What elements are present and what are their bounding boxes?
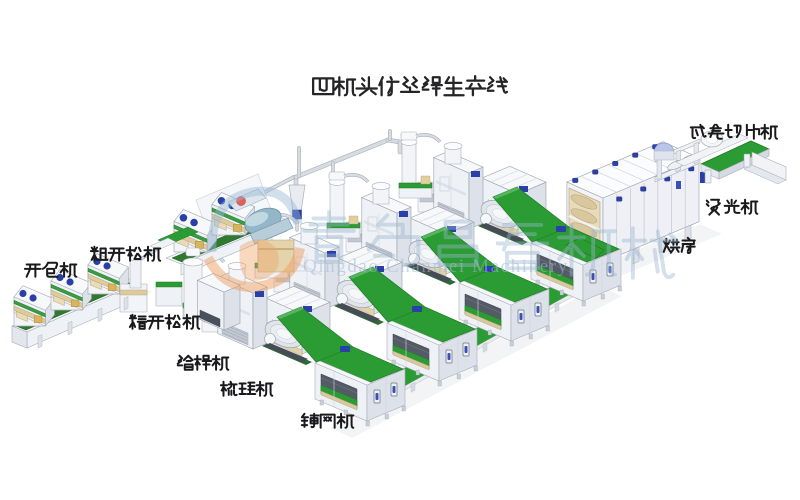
svg-text:Qingdao Chanmei Machinery: Qingdao Chanmei Machinery <box>303 256 569 277</box>
